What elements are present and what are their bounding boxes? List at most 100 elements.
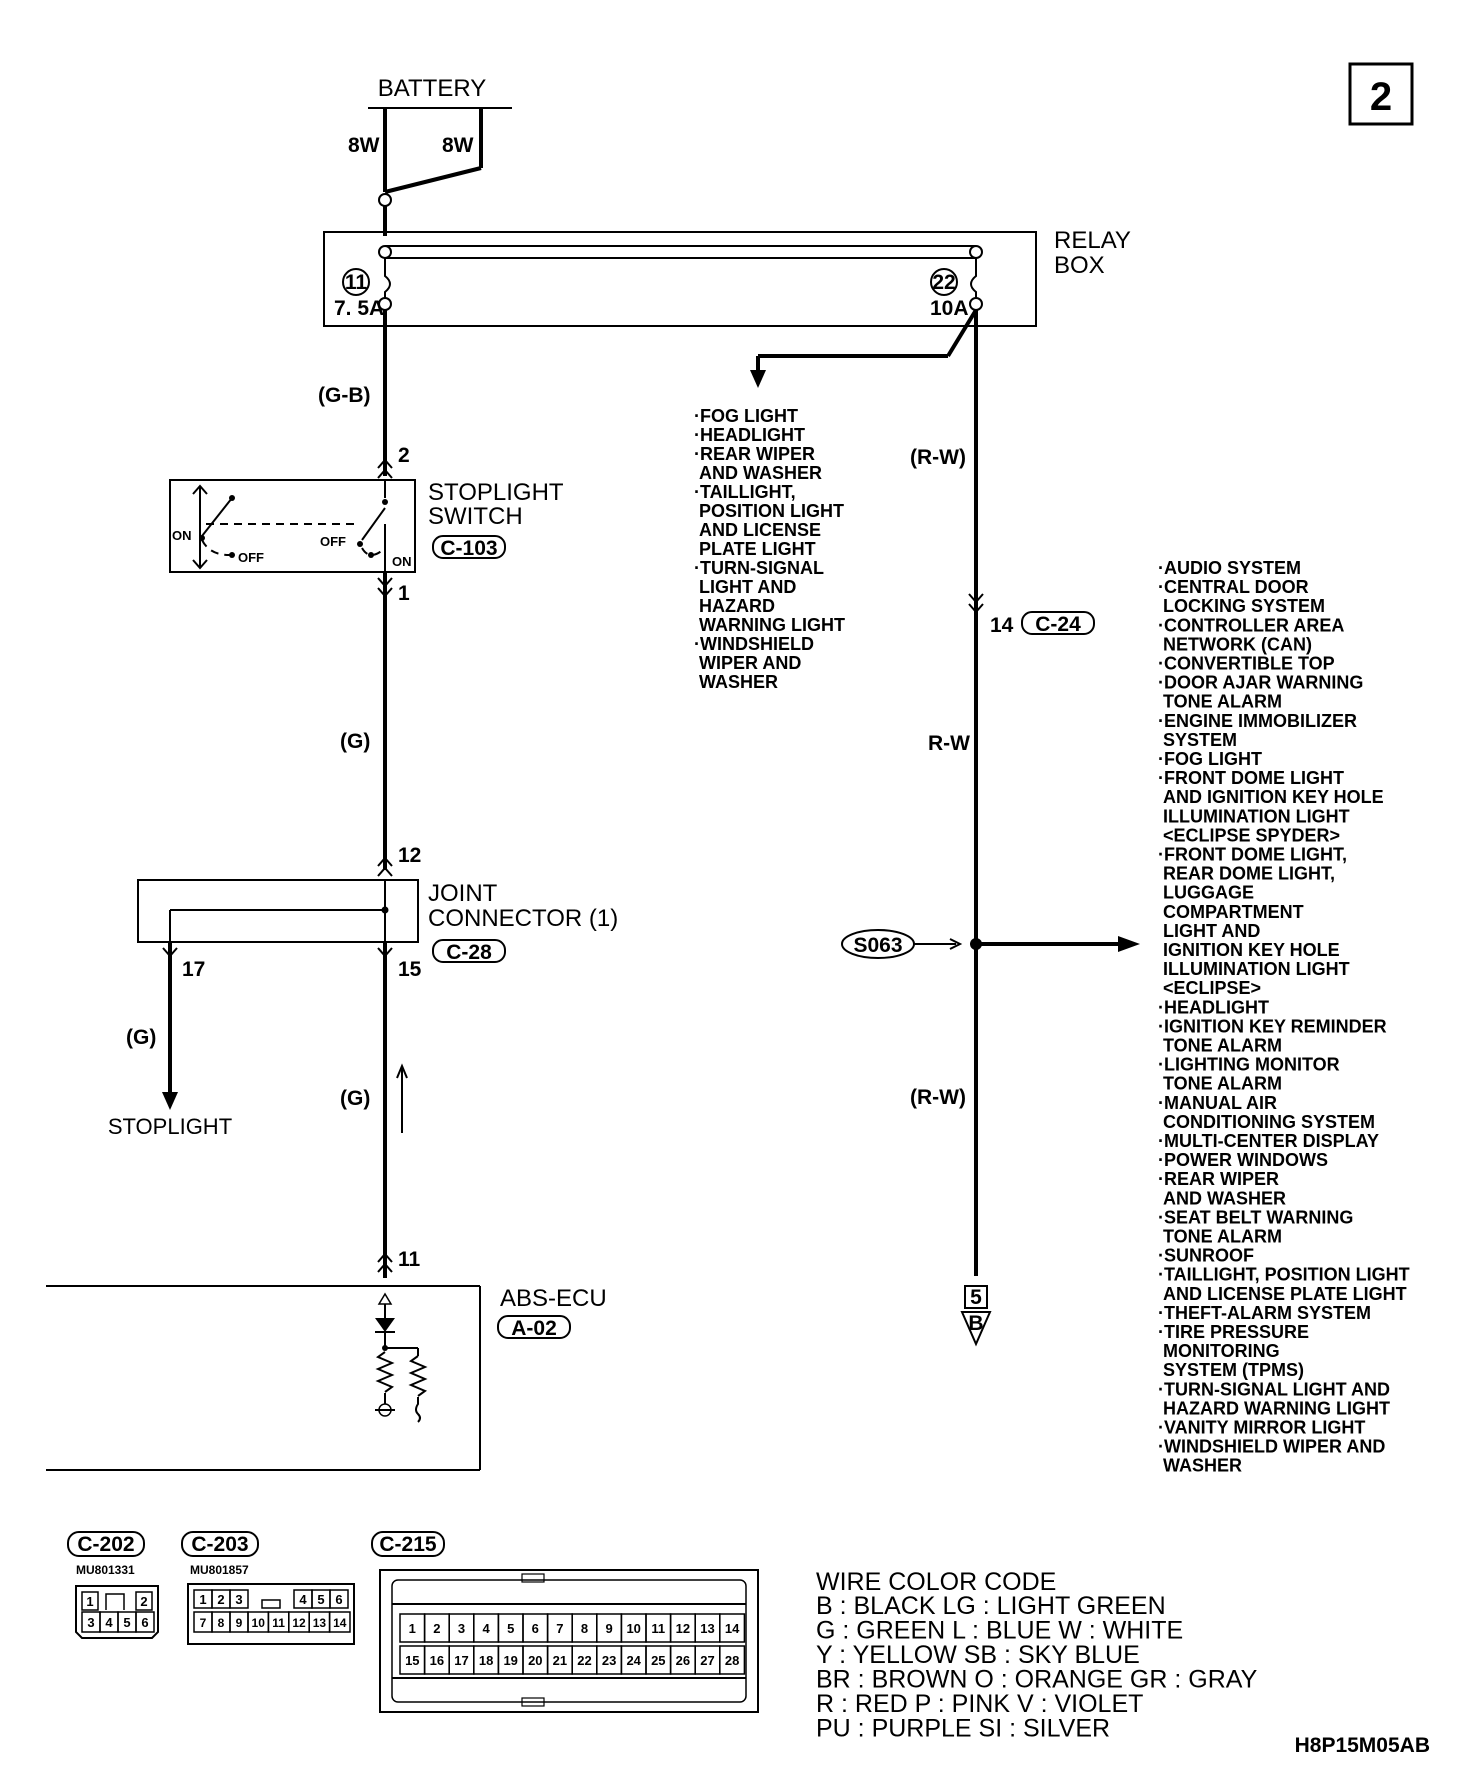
fuse22-load-item: WASHER — [699, 672, 778, 692]
c203-pin: 4 — [299, 1592, 307, 1607]
splice-load-item: ·FOG LIGHT — [1158, 749, 1262, 769]
splice-load-item: ·VANITY MIRROR LIGHT — [1158, 1418, 1365, 1438]
joint-connector-label-1: JOINT — [428, 880, 498, 907]
stoplight-switch-pin-bottom: 1 — [398, 582, 410, 605]
stoplight-switch-connector: C-103 — [440, 537, 497, 560]
c202-pin: 4 — [105, 1615, 113, 1630]
splice-load-item: ·WINDSHIELD WIPER AND — [1158, 1437, 1385, 1457]
c215-pin: 9 — [605, 1621, 612, 1636]
c203-pin: 11 — [272, 1616, 285, 1630]
figure-code: H8P15M05AB — [1295, 1734, 1430, 1757]
splice-load-item: TONE ALARM — [1163, 1036, 1282, 1056]
splice-load-item: <ECLIPSE> — [1163, 978, 1261, 998]
wire-rw-2-label: R-W — [928, 732, 970, 755]
splice-load-item: ·REAR WIPER — [1158, 1169, 1279, 1189]
fuse22-load-item: AND LICENSE — [699, 520, 821, 540]
splice-load-item: ·CONTROLLER AREA — [1158, 615, 1344, 635]
c215-pin: 25 — [651, 1653, 665, 1668]
fuse22-load-item: AND WASHER — [699, 463, 822, 483]
joint-connector-label-2: CONNECTOR (1) — [428, 905, 618, 932]
c215-pin: 12 — [676, 1621, 690, 1636]
c215-pin: 2 — [433, 1621, 440, 1636]
c215-pin: 13 — [700, 1621, 714, 1636]
stoplight-switch-label-1: STOPLIGHT — [428, 479, 564, 506]
fuse-22-number: 22 — [932, 271, 955, 294]
c215-name: C-215 — [379, 1533, 437, 1556]
abs-ecu-label: ABS-ECU — [500, 1285, 607, 1312]
relay-box: RELAY BOX 11 7. 5A 22 10A — [323, 227, 1131, 327]
splice-label: S063 — [853, 934, 902, 957]
splice-load-item: ·SUNROOF — [1158, 1246, 1254, 1266]
splice-load-item: SYSTEM — [1163, 730, 1237, 750]
splice-load-item: ·FRONT DOME LIGHT, — [1158, 845, 1347, 865]
c203-pin: 14 — [333, 1616, 347, 1630]
splice-load-item: ·DOOR AJAR WARNING — [1158, 673, 1363, 693]
fuse22-load-item: ·REAR WIPER — [694, 444, 815, 464]
c203-pin: 3 — [235, 1592, 242, 1607]
splice-load-item: LOCKING SYSTEM — [1163, 596, 1325, 616]
c215-pin: 22 — [577, 1653, 591, 1668]
c202-pin: 5 — [123, 1615, 130, 1630]
wire-color-code-title: WIRE COLOR CODE — [816, 1568, 1056, 1596]
splice-load-item: ·TAILLIGHT, POSITION LIGHT — [1158, 1265, 1410, 1285]
fuse22-load-item: HAZARD — [699, 596, 775, 616]
splice-load-item: WASHER — [1163, 1456, 1242, 1476]
fuse22-load-item: WIPER AND — [699, 653, 801, 673]
fuse22-load-item: WARNING LIGHT — [699, 615, 845, 635]
wire-color-code-row: BR : BROWN O : ORANGE GR : GRAY — [816, 1666, 1258, 1694]
c24-connector: C-24 — [1035, 613, 1081, 636]
c215-pin: 20 — [528, 1653, 542, 1668]
page-number: 2 — [1370, 75, 1392, 119]
c215-pin: 3 — [458, 1621, 465, 1636]
joint-connector: JOINT CONNECTOR (1) C-28 17 15 — [137, 879, 618, 981]
splice-load-item: CONDITIONING SYSTEM — [1163, 1112, 1375, 1132]
splice-load-item: ·TURN-SIGNAL LIGHT AND — [1158, 1379, 1390, 1399]
splice-load-item: TONE ALARM — [1163, 692, 1282, 712]
stoplight-switch-label-2: SWITCH — [428, 503, 523, 530]
wire-rw-3-label: (R-W) — [910, 1086, 966, 1109]
joint-connector-pin-left: 17 — [182, 958, 205, 981]
stoplight-switch-pin-top: 2 — [398, 444, 410, 467]
splice-load-item: ·FRONT DOME LIGHT — [1158, 768, 1344, 788]
c215-pin: 6 — [532, 1621, 539, 1636]
switch-state-on-right: ON — [392, 554, 412, 569]
c215-pin: 21 — [553, 1653, 567, 1668]
c215-pin: 18 — [479, 1653, 493, 1668]
splice-load-item: ·ENGINE IMMOBILIZER — [1158, 711, 1357, 731]
stoplight-switch: STOPLIGHT SWITCH C-103 OFF ON ON OFF — [169, 479, 564, 573]
page-number-box: 2 — [1348, 62, 1414, 126]
splice-load-item: AND IGNITION KEY HOLE — [1163, 787, 1384, 807]
wire-g-1-label: (G) — [340, 730, 370, 753]
splice-load-item: LIGHT AND — [1163, 921, 1260, 941]
fuse22-load-item: ·WINDSHIELD — [694, 634, 814, 654]
joint-connector-pin-top: 12 — [398, 844, 421, 867]
c215-pin: 14 — [725, 1621, 740, 1636]
c203-pin: 5 — [317, 1592, 324, 1607]
c203-part: MU801857 — [190, 1563, 249, 1577]
switch-state-on-left: ON — [172, 528, 192, 543]
c215-pin: 17 — [454, 1653, 468, 1668]
splice-load-item: ·HEADLIGHT — [1158, 997, 1269, 1017]
c203-pin: 9 — [236, 1616, 243, 1630]
c203-name: C-203 — [191, 1533, 248, 1556]
wire-rw-1-label: (R-W) — [910, 446, 966, 469]
wire-color-code-row: R : RED P : PINK V : VIOLET — [816, 1690, 1143, 1718]
relay-box-label-2: BOX — [1054, 252, 1105, 279]
joint-connector-pin-bottom: 15 — [398, 958, 422, 981]
relay-box-label-1: RELAY — [1054, 227, 1131, 254]
c215-pin: 26 — [676, 1653, 690, 1668]
wire-color-code-row: Y : YELLOW SB : SKY BLUE — [816, 1641, 1140, 1669]
splice-load-item: ILLUMINATION LIGHT — [1163, 806, 1350, 826]
c202-pin: 6 — [141, 1615, 148, 1630]
fuse22-load-item: ·TURN-SIGNAL — [694, 558, 824, 578]
c203-pin: 10 — [252, 1616, 266, 1630]
wire-g-b-label: (G-B) — [318, 384, 370, 407]
c215-pin: 7 — [556, 1621, 563, 1636]
wire-g-3: (G) 11 — [340, 942, 421, 1278]
fuse22-branch — [750, 308, 978, 388]
splice-load-item: MONITORING — [1163, 1341, 1280, 1361]
